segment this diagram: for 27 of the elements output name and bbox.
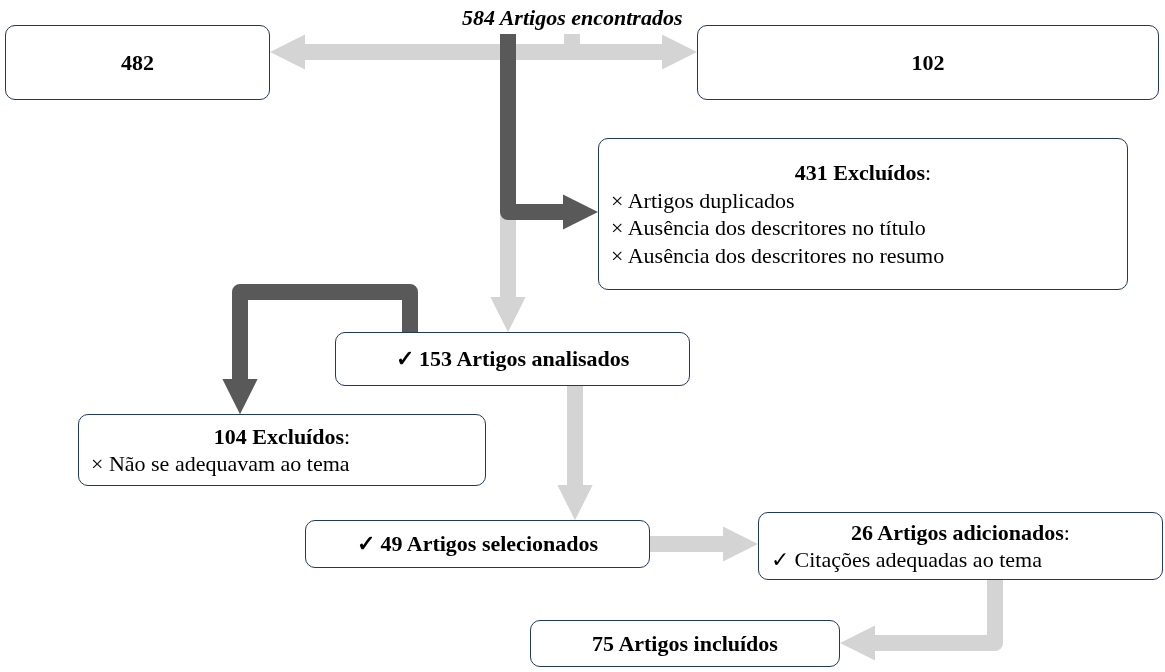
list-item: × Não se adequavam ao tema <box>90 450 351 478</box>
process-box <box>5 25 270 100</box>
box-text: 482 <box>120 48 155 77</box>
box-heading: 26 Artigos adicionados: <box>850 518 1071 546</box>
block-arrow <box>500 34 599 230</box>
list-item: × Ausência dos descritores no resumo <box>610 241 946 269</box>
list-item: × Artigos duplicados <box>610 186 796 214</box>
block-arrow <box>557 386 593 521</box>
list-item: × Ausência dos descritores no título <box>610 214 927 242</box>
process-box <box>598 138 1128 290</box>
box-heading: 104 Excluídos: <box>212 422 352 450</box>
box-text: 102 <box>910 48 946 77</box>
process-box <box>78 414 486 486</box>
box-text: ✓ 153 Artigos analisados <box>394 345 631 373</box>
box-text: 75 Artigos incluídos <box>591 629 779 658</box>
list-item: ✓ Citações adequadas ao tema <box>770 546 1043 574</box>
process-box <box>335 332 690 386</box>
process-box <box>697 25 1159 100</box>
process-box <box>305 520 650 568</box>
block-arrow <box>650 526 759 562</box>
block-arrow <box>839 580 1003 661</box>
process-box <box>530 620 840 667</box>
process-box <box>758 512 1163 580</box>
box-heading: 431 Excluídos: <box>793 159 933 187</box>
title-text: 584 Artigos encontrados <box>462 4 682 32</box>
block-arrow <box>222 284 418 415</box>
box-text: ✓ 49 Artigos selecionados <box>355 530 600 558</box>
